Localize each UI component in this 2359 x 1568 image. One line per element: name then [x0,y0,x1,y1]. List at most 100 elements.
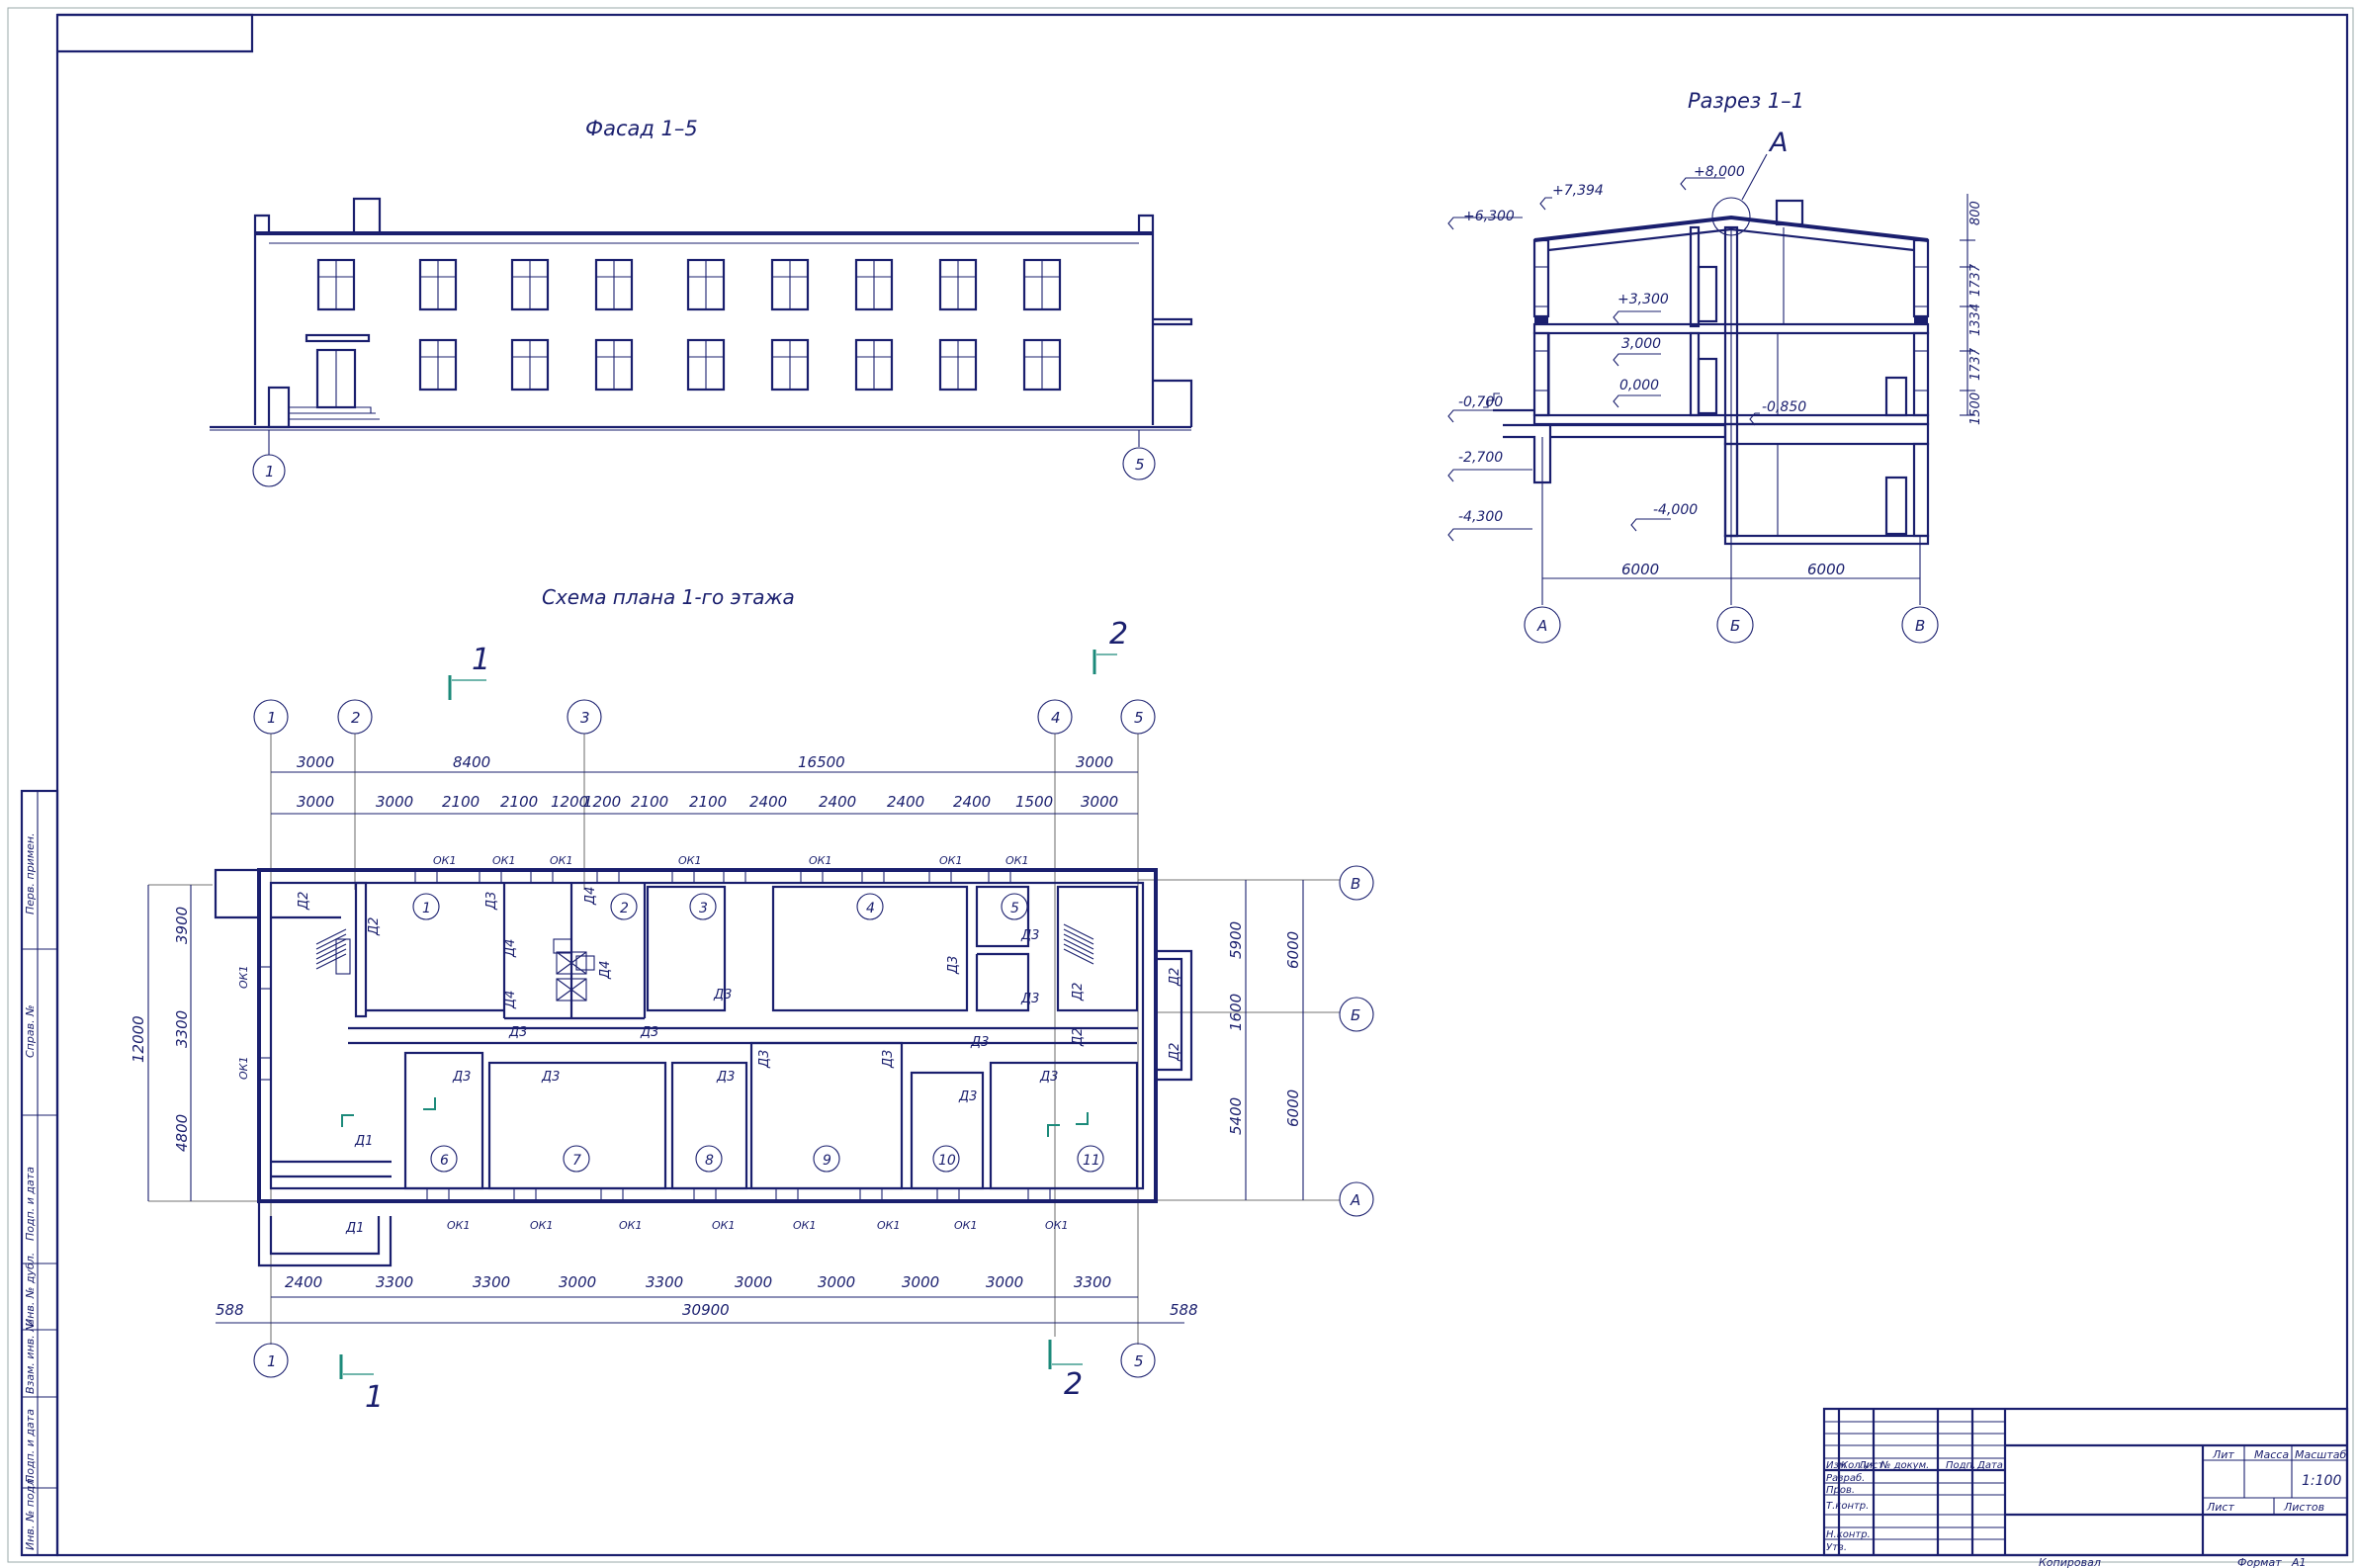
section-span-2: 6000 [1807,561,1845,578]
top2-dim-4: 2100 [500,793,538,811]
tb-scale-value: 1:100 [2302,1473,2341,1489]
left-dim-3300: 3300 [173,1010,191,1048]
bottom-dim-3: 3300 [473,1273,510,1291]
elev-7394: +7,394 [1552,183,1604,199]
window-mark: ОК1 [877,1219,900,1232]
tb-col-date: Дата [1976,1460,2003,1471]
door-mark-d3: Д3 [452,1070,471,1085]
footer-format-value: А1 [2291,1556,2307,1568]
cut-mark-2-bottom: 2 [1064,1367,1083,1402]
top2-dim-14: 3000 [1081,793,1118,811]
sheet-frame [7,7,2354,1563]
window-mark: ОК1 [447,1219,470,1232]
door-mark-d3: Д3 [881,1050,896,1069]
section-height-1737-bottom: 1737 [1968,347,1983,381]
plan-axis-5-bottom: 5 [1134,1352,1144,1370]
plan-walls [214,868,1193,1267]
top1-16500: 16500 [798,753,845,771]
section-height-1737-top: 1737 [1968,263,1983,297]
room-number-3: 3 [699,901,708,916]
door-mark-d3: Д3 [757,1050,772,1069]
bottom-dim-8: 3000 [902,1273,939,1291]
top2-dim-6: 1200 [583,793,621,811]
door-mark-d4: Д4 [503,939,518,958]
window-mark: ОК1 [678,854,701,867]
tb-col-doc: № докум. [1879,1460,1929,1471]
stamp-label-ref-no: Справ. № [24,1004,37,1058]
door-mark-d3: Д3 [1039,1070,1058,1085]
door-mark-d3: Д3 [713,988,732,1002]
tb-row-developer: Разраб. [1826,1472,1865,1484]
right-dim-5400: 5400 [1227,1097,1245,1135]
section-axis-b: Б [1730,617,1740,635]
stamp-label-replace-inv: Взам. инв. № [24,1320,37,1394]
elev-minus-2700: -2,700 [1458,450,1503,466]
door-mark-d2: Д2 [1168,968,1182,987]
plan-title: Схема плана 1-го этажа [542,585,795,609]
door-mark-d2: Д2 [1168,1043,1182,1062]
plan-dimension-lines [147,771,1304,1324]
door-mark-d4: Д4 [583,887,598,906]
door-mark-d3: Д3 [946,956,961,975]
right-outer-dim-2: 6000 [1284,1089,1302,1127]
plan-axis-1-top: 1 [267,709,277,727]
window-mark: ОК1 [433,854,456,867]
window-mark: ОК1 [237,966,250,989]
door-mark-d3: Д3 [541,1070,560,1085]
facade-windows [316,258,1062,392]
plan-windows [258,869,1051,1202]
tb-row-tcontrol: Т.контр. [1826,1501,1869,1512]
section-height-800: 800 [1968,201,1983,225]
facade-axis-1: 1 [265,463,275,480]
door-mark-d3: Д3 [1020,992,1039,1006]
plan-window-marks: ОК1 ОК1 ОК1 ОК1 ОК1 ОК1 ОК1 ОК1 ОК1 ОК1 … [237,854,1068,1232]
door-mark-d1: Д1 [345,1221,364,1236]
top2-dim-1: 3000 [297,793,334,811]
elev-6300: +6,300 [1463,209,1515,224]
door-mark-d2: Д2 [297,892,311,911]
door-mark-d3: Д3 [716,1070,735,1085]
bottom-dim-5: 3300 [646,1273,683,1291]
plan-axis-1-bottom: 1 [267,1352,277,1370]
door-mark-d3: Д3 [508,1025,527,1040]
total-width-dim: 30900 [682,1301,730,1319]
top1-3000a: 3000 [297,753,334,771]
bottom-dim-9: 3000 [986,1273,1023,1291]
elev-minus-4300: -4,300 [1458,509,1503,525]
window-mark: ОК1 [809,854,831,867]
room-number-2: 2 [620,901,629,916]
tb-lit: Лит [2212,1448,2234,1461]
plan-axis-bubbles [253,699,1374,1378]
top2-dim-7: 2100 [631,793,668,811]
stamp-label-sign-date-1: Подп. и дата [24,1167,37,1241]
plan-axis-4-top: 4 [1051,709,1061,727]
section-span-1: 6000 [1621,561,1659,578]
stamp-label-sign-date-2: Подп. и дата [24,1409,37,1483]
plan-sanitary [553,938,595,1002]
bottom-dim-2: 3300 [376,1273,413,1291]
door-mark-d3: Д3 [640,1025,658,1040]
top2-dim-11: 2400 [887,793,924,811]
top2-dim-2: 3000 [376,793,413,811]
facade-drawing [210,197,1193,487]
left-dim-3900: 3900 [173,907,191,944]
cut-mark-2-top: 2 [1109,617,1128,652]
footer-copied: Копировал [2039,1556,2101,1568]
top1-8400: 8400 [453,753,490,771]
bottom-dim-7: 3000 [818,1273,855,1291]
plan-axis-v: В [1351,875,1360,893]
door-mark-d3: Д3 [484,892,499,911]
tb-mass: Масса [2254,1448,2289,1461]
left-dim-4800: 4800 [173,1114,191,1152]
room-number-5: 5 [1010,901,1019,916]
door-mark-d1: Д1 [354,1134,373,1149]
left-dim-12000: 12000 [130,1015,147,1063]
section-drawing [1447,153,1975,644]
plan-axis-2-top: 2 [351,709,361,727]
plan-stairs [315,923,1094,975]
door-mark-d3: Д3 [970,1035,989,1050]
window-mark: ОК1 [550,854,572,867]
cut-mark-1-bottom: 1 [365,1380,384,1415]
section-cut-markers [339,650,1117,1379]
stamp-label-first-use: Перв. примен. [24,832,37,915]
